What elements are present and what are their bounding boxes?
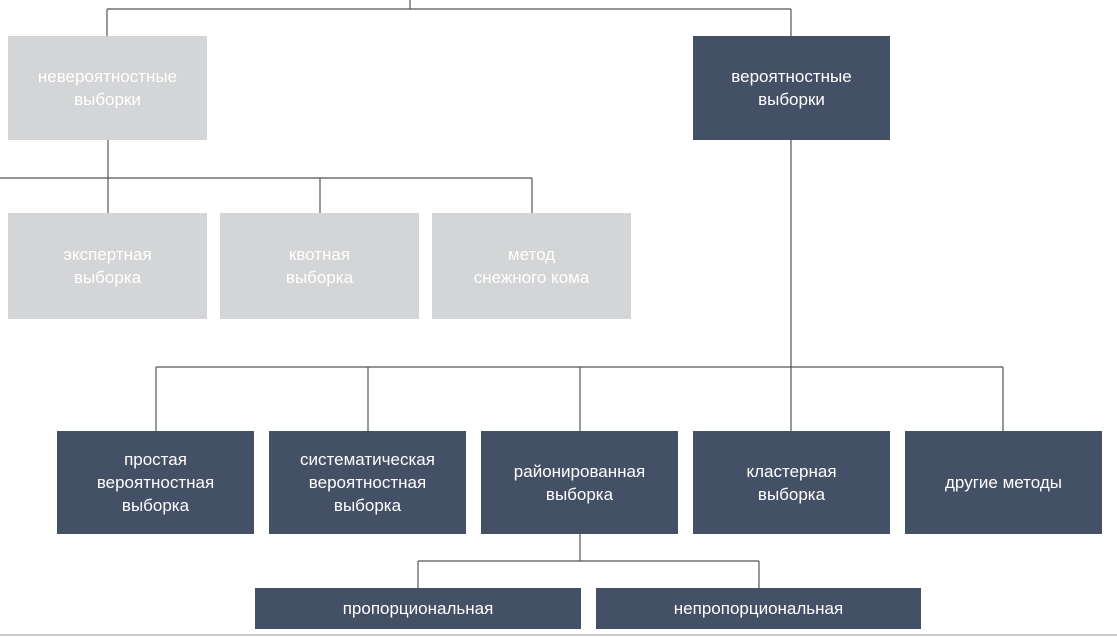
node-other-methods: другие методы — [905, 431, 1102, 534]
node-quota-sample: квотная выборка — [220, 213, 419, 319]
bottom-divider — [0, 634, 1117, 636]
node-stratified-sample: районированная выборка — [481, 431, 678, 534]
node-simple-probability-sample: простая вероятностная выборка — [57, 431, 254, 534]
node-expert-sample: экспертная выборка — [8, 213, 207, 319]
node-snowball-method: метод снежного кома — [432, 213, 631, 319]
node-systematic-probability-sample: систематическая вероятностная выборка — [269, 431, 466, 534]
node-proportional: пропорциональная — [255, 588, 581, 629]
node-nonprobability-samples: невероятностные выборки — [8, 36, 207, 140]
node-probability-samples: вероятностные выборки — [693, 36, 890, 140]
node-cluster-sample: кластерная выборка — [693, 431, 890, 534]
node-nonproportional: непропорциональная — [596, 588, 921, 629]
